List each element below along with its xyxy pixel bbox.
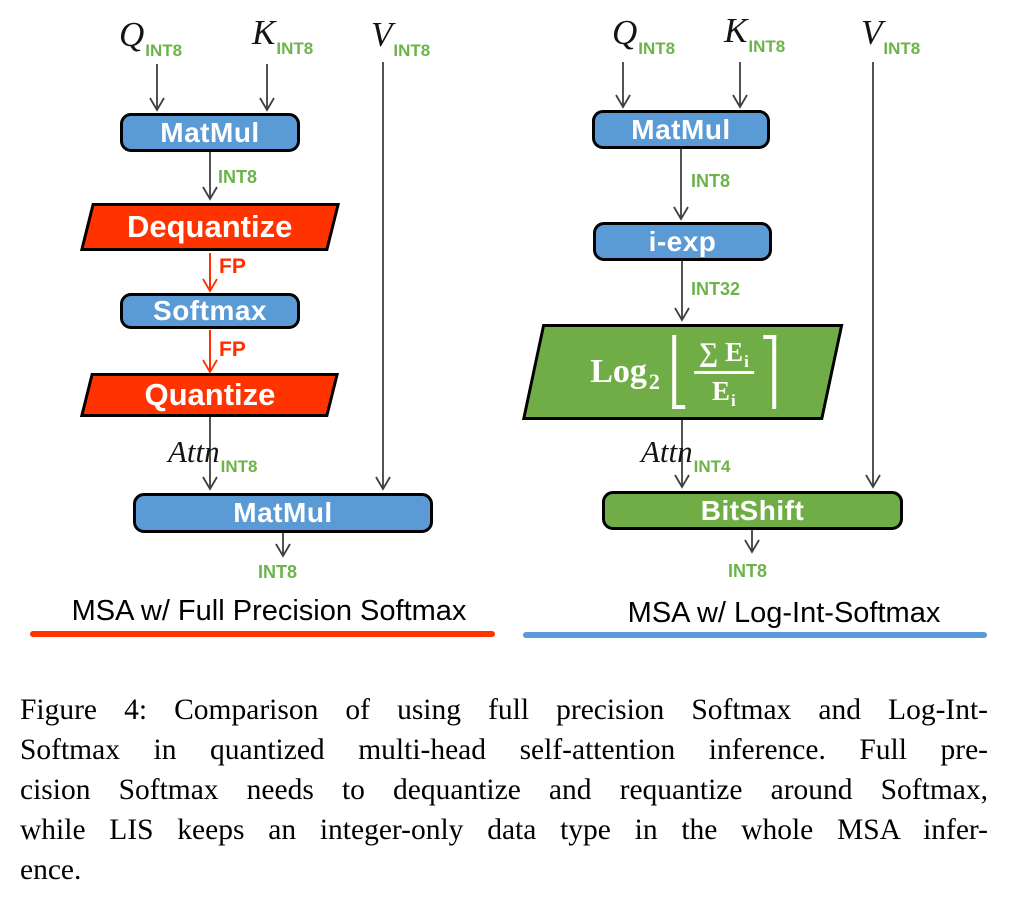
input-v-left-subscript: INT8 [393, 41, 431, 60]
input-q-right-base: Q [612, 13, 638, 52]
attn-left-subscript: INT8 [220, 457, 258, 476]
caption-line: ence. [20, 854, 82, 886]
caption-line: Softmax in quantized multi-head self-att… [20, 734, 988, 766]
attn-left-base: Attn [168, 434, 220, 469]
input-k-right-base: K [724, 11, 748, 50]
formula-log: Log [589, 353, 647, 390]
numerator-e: E [724, 337, 743, 367]
panel-title-left: MSA w/ Full Precision Softmax [71, 595, 467, 627]
panel-underline-right [523, 632, 987, 638]
panel-title-right: MSA w/ Log-Int-Softmax [627, 597, 941, 629]
panel-underline-left [30, 631, 495, 637]
edge-label-int8-left: INT8 [218, 167, 258, 187]
numerator-i-subscript: i [743, 352, 749, 371]
input-v-right-subscript: INT8 [883, 39, 921, 58]
denominator-i-subscript: i [730, 391, 736, 410]
formula-log-subscript: 2 [648, 369, 660, 394]
edge-label-attn-left: AttnINT8 [168, 434, 258, 476]
node-softmax: Softmax [120, 293, 300, 329]
node-iexp: i-exp [593, 222, 772, 261]
edge-label-int32: INT32 [691, 279, 741, 299]
input-q-right: QINT8 [612, 13, 675, 58]
attn-right-subscript: INT4 [693, 457, 731, 476]
node-bitshift: BitShift [602, 491, 903, 530]
edge-label-attn-right: AttnINT4 [641, 434, 731, 476]
input-k-left-subscript: INT8 [276, 39, 314, 58]
node-dequantize-label: Dequantize [127, 209, 293, 244]
edge-label-int8-right: INT8 [691, 171, 731, 191]
input-q-right-subscript: INT8 [638, 39, 676, 58]
node-matmul-1-right: MatMul [592, 110, 770, 149]
edge-label-fp-1: FP [219, 255, 246, 278]
figure-caption: Figure 4: Comparison of using full preci… [20, 690, 988, 890]
node-matmul-1-left: MatMul [120, 113, 300, 152]
input-v-left: VINT8 [371, 15, 430, 60]
input-v-right: VINT8 [861, 13, 920, 58]
attn-right-base: Attn [641, 434, 693, 469]
node-matmul-2-left: MatMul [133, 493, 433, 533]
input-k-left-base: K [252, 13, 276, 52]
caption-line: Figure 4: Comparison of using full preci… [20, 694, 988, 726]
node-quantize: Quantize [80, 373, 339, 417]
input-k-right-subscript: INT8 [748, 37, 786, 56]
input-q-left: QINT8 [119, 15, 182, 60]
caption-line: while LIS keeps an integer-only data typ… [20, 814, 988, 846]
input-k-right: KINT8 [724, 11, 785, 56]
node-dequantize: Dequantize [80, 203, 340, 251]
edge-label-fp-2: FP [219, 338, 246, 361]
input-q-left-base: Q [119, 15, 145, 54]
node-quantize-label: Quantize [144, 377, 275, 412]
input-v-left-base: V [371, 15, 393, 54]
floor-bracket-left [671, 335, 685, 409]
denominator-e: E [711, 376, 730, 406]
output-label-int8-left: INT8 [258, 562, 298, 582]
input-q-left-subscript: INT8 [145, 41, 183, 60]
input-v-right-base: V [861, 13, 883, 52]
output-label-int8-right: INT8 [728, 561, 768, 581]
caption-line: cision Softmax needs to dequantize and r… [20, 774, 988, 806]
ceil-bracket-right [762, 335, 776, 409]
input-k-left: KINT8 [252, 13, 313, 58]
sum-symbol: ∑ [698, 337, 718, 367]
